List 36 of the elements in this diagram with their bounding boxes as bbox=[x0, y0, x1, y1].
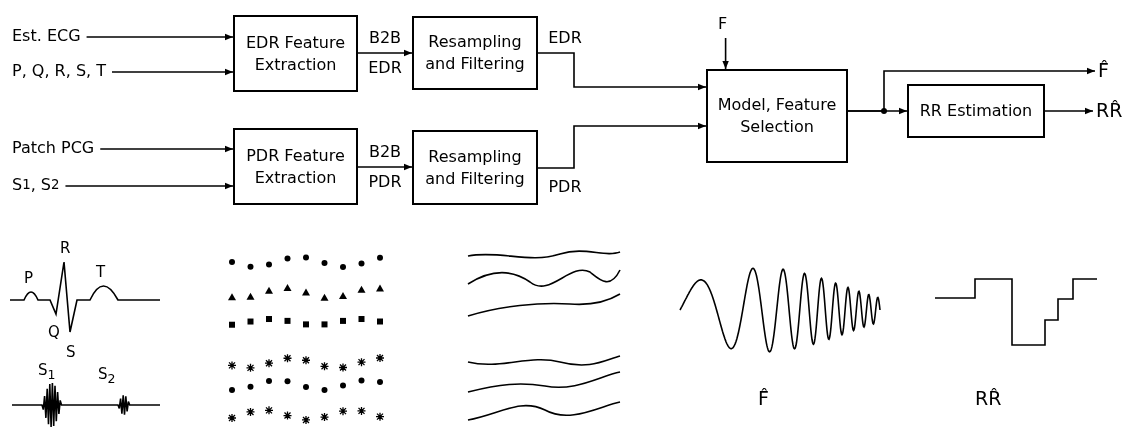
signal-label: F̂ bbox=[758, 388, 769, 408]
arrow bbox=[64, 182, 234, 190]
output-label: RR̂ bbox=[1096, 96, 1123, 124]
arrow bbox=[1044, 107, 1094, 115]
edge-label: EDR bbox=[547, 27, 583, 49]
arrow bbox=[99, 145, 234, 153]
process-box: Resampling and Filtering bbox=[412, 130, 538, 205]
waveform-label: S bbox=[66, 342, 76, 362]
process-box: PDR Feature Extraction bbox=[233, 128, 358, 205]
arrow bbox=[357, 49, 413, 57]
process-box: Resampling and Filtering bbox=[412, 16, 538, 90]
waveform-label: S$_{2}$ bbox=[98, 364, 116, 388]
signal-label: RR̂ bbox=[975, 388, 1002, 408]
arrow bbox=[722, 37, 729, 70]
arrow bbox=[537, 122, 707, 169]
waveform-label: S$_{1}$ bbox=[38, 360, 56, 384]
process-box: RR Estimation bbox=[907, 84, 1045, 138]
arrow bbox=[357, 163, 413, 171]
arrow bbox=[85, 33, 234, 41]
input-label: Est. ECG bbox=[12, 24, 81, 48]
waveform-label: P bbox=[24, 268, 34, 288]
process-box: Model, Feature Selection bbox=[706, 69, 848, 163]
input-label: F bbox=[718, 12, 728, 36]
input-label: Patch PCG bbox=[12, 136, 95, 160]
waveform-label: T bbox=[96, 262, 106, 282]
process-box: EDR Feature Extraction bbox=[233, 15, 358, 92]
arrow bbox=[537, 52, 707, 91]
edge-label: B2B PDR bbox=[367, 141, 403, 193]
waveform-label: Q bbox=[48, 322, 60, 342]
edge-label: PDR bbox=[547, 176, 583, 198]
arrow bbox=[111, 68, 234, 76]
waveform-label: R bbox=[60, 238, 71, 258]
edge-label: B2B EDR bbox=[367, 27, 403, 79]
output-label: F̂ bbox=[1098, 56, 1109, 84]
input-label: P, Q, R, S, T bbox=[12, 59, 106, 83]
arrow bbox=[847, 107, 908, 115]
